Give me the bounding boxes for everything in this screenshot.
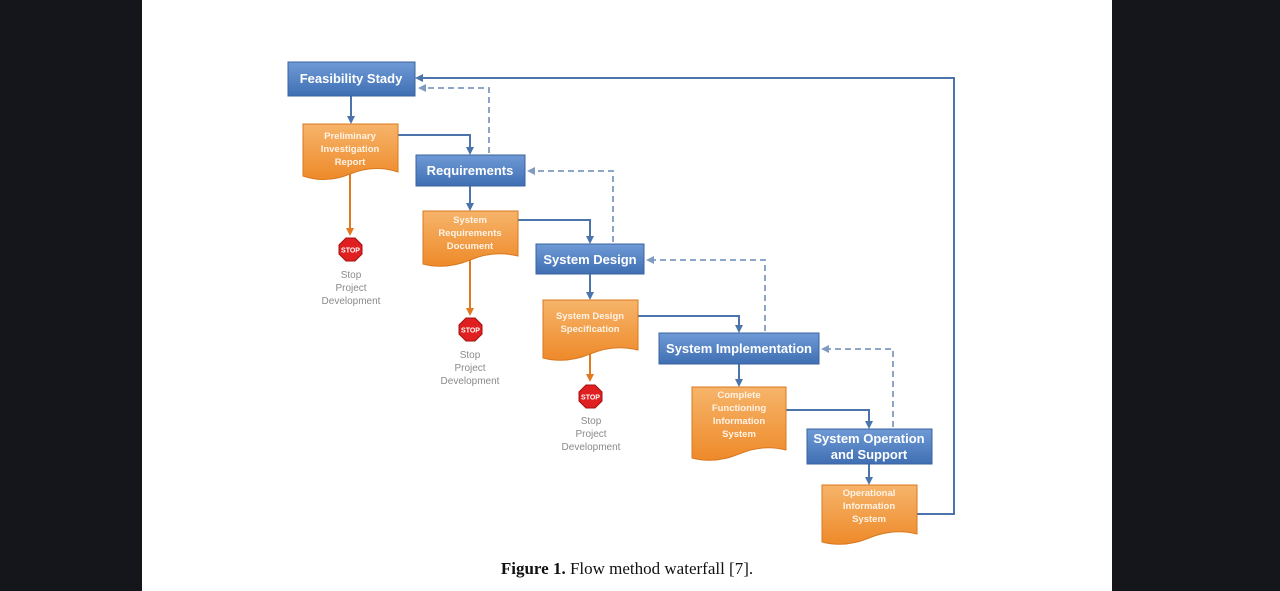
svg-text:System: System (453, 215, 487, 226)
document-operational-information-system: Operational Information System (821, 484, 918, 545)
arrow-doc4-to-phase5 (786, 409, 873, 429)
svg-text:STOP: STOP (461, 328, 480, 335)
svg-text:Operational: Operational (843, 488, 896, 499)
stop-2: STOP Stop Project Development (441, 317, 500, 387)
loop-operational-to-feasibility (415, 74, 955, 515)
stop-sign-icon (338, 237, 363, 262)
svg-text:System: System (852, 514, 886, 525)
svg-text:Requirements: Requirements (438, 228, 501, 239)
feedback-ops-to-impl (821, 345, 894, 427)
feedback-req-to-feasibility (418, 84, 490, 153)
phase-box-requirements: Requirements (415, 154, 526, 187)
svg-text:Information: Information (713, 416, 765, 427)
svg-text:Project: Project (335, 283, 366, 294)
svg-text:Stop: Stop (581, 416, 602, 427)
svg-text:Preliminary: Preliminary (324, 131, 376, 142)
svg-text:STOP: STOP (341, 248, 360, 255)
stop-3: STOP Stop Project Development (562, 384, 621, 453)
arrow-doc2-to-phase3 (518, 219, 594, 244)
svg-text:Project: Project (575, 429, 606, 440)
svg-text:Development: Development (562, 442, 621, 453)
stop-sign-icon (458, 317, 483, 342)
svg-text:System Design: System Design (556, 311, 624, 322)
svg-text:Report: Report (335, 157, 366, 168)
document-system-requirements: System Requirements Document (422, 210, 519, 267)
svg-text:Document: Document (447, 241, 494, 252)
phase-box-system-implementation: System Implementation (658, 332, 820, 365)
svg-text:STOP: STOP (581, 395, 600, 402)
svg-text:Complete: Complete (717, 390, 760, 401)
feedback-impl-to-design (646, 256, 766, 331)
stop-sign-icon (578, 384, 603, 409)
viewer-right-margin (1112, 0, 1280, 591)
phase-label: System Design (543, 252, 636, 267)
svg-text:Information: Information (843, 501, 895, 512)
svg-text:Development: Development (441, 376, 500, 387)
phase-box-operation-support: System Operation and Support (806, 428, 933, 465)
svg-text:Stop: Stop (341, 270, 362, 281)
svg-text:Stop: Stop (460, 350, 481, 361)
document-system-design-specification: System Design Specification (542, 299, 639, 361)
phase-label: Requirements (427, 163, 514, 178)
figure-caption: Figure 1. Flow method waterfall [7]. (142, 559, 1112, 579)
phase-box-system-design: System Design (535, 243, 645, 275)
figure-caption-label: Figure 1. (500, 559, 566, 578)
phase-label: Feasibility Stady (300, 71, 403, 86)
document-preliminary-investigation-report: Preliminary Investigation Report (302, 123, 399, 180)
connectors (346, 74, 955, 515)
svg-text:Functioning: Functioning (712, 403, 767, 414)
arrow-doc1-to-phase2 (398, 134, 474, 155)
svg-text:Specification: Specification (560, 324, 619, 335)
arrow-doc3-to-phase4 (638, 315, 743, 333)
stop-1: STOP Stop Project Development (322, 237, 381, 307)
document-page (142, 0, 1112, 591)
figure-caption-text: Flow method waterfall [7]. (565, 559, 754, 578)
phase-label-line2: and Support (831, 447, 908, 462)
svg-text:Investigation: Investigation (321, 144, 380, 155)
document-complete-functioning-system: Complete Functioning Information System (691, 386, 787, 461)
phase-label-line1: System Operation (813, 431, 924, 446)
svg-text:Project: Project (454, 363, 485, 374)
phase-label: System Implementation (666, 341, 812, 356)
svg-text:System: System (722, 429, 756, 440)
feedback-design-to-req (527, 167, 614, 242)
phase-box-feasibility: Feasibility Stady (287, 61, 416, 97)
svg-text:Development: Development (322, 296, 381, 307)
